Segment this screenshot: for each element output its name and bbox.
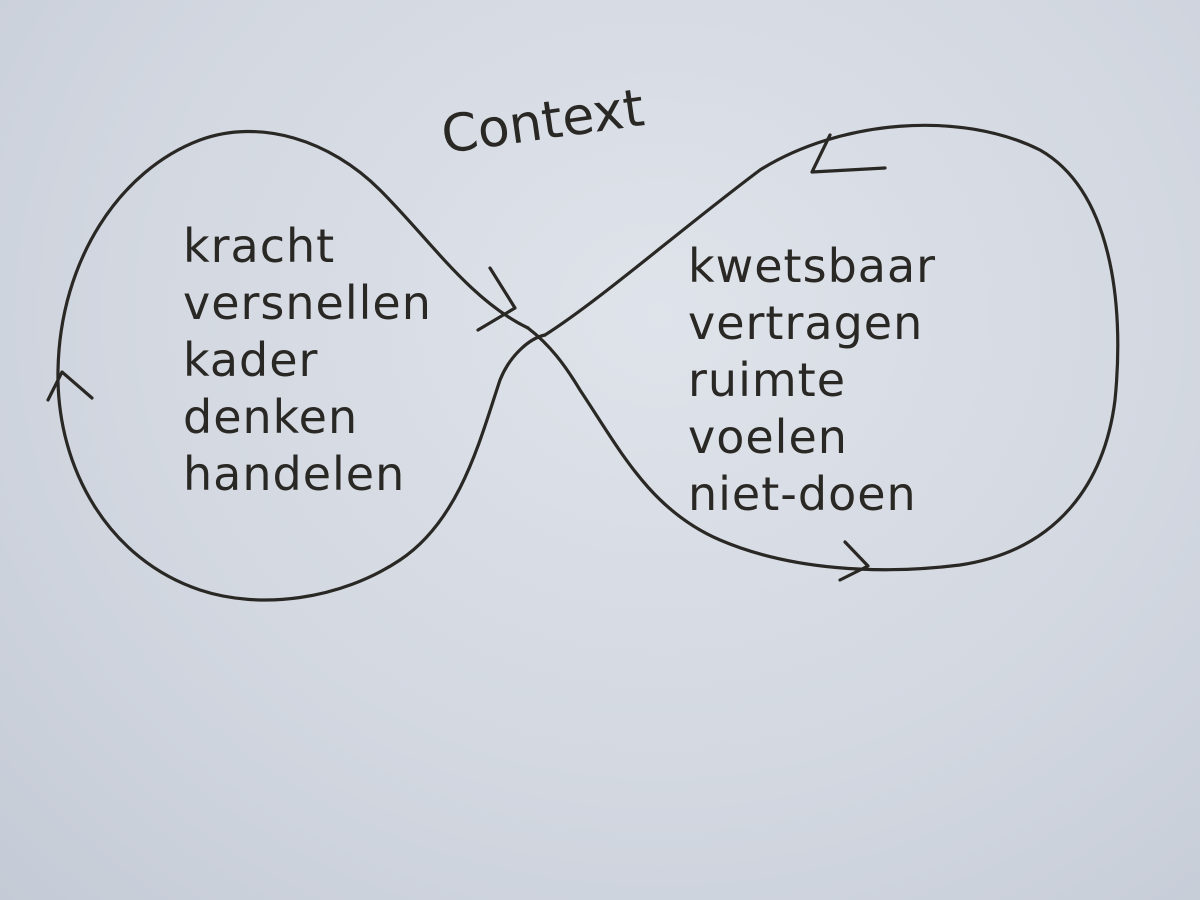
right-word-list: kwetsbaar vertragen ruimte voelen niet-d… <box>688 238 936 523</box>
left-loop <box>56 129 547 602</box>
arrow-left-up <box>46 370 94 402</box>
right-word: voelen <box>688 410 848 464</box>
right-word: kwetsbaar <box>688 239 937 293</box>
left-word: handelen <box>183 447 406 501</box>
right-word: vertragen <box>688 296 924 350</box>
left-word: denken <box>183 390 359 444</box>
left-word: kader <box>183 333 319 387</box>
arrow-top-right <box>810 133 887 174</box>
right-word: ruimte <box>688 353 846 407</box>
arrow-center-right <box>476 266 517 332</box>
left-word: kracht <box>183 219 336 273</box>
arrow-bottom-right <box>838 540 870 582</box>
right-word: niet-doen <box>688 467 917 521</box>
left-word: versnellen <box>183 276 432 330</box>
right-loop <box>526 123 1120 572</box>
left-word-list: kracht versnellen kader denken handelen <box>183 218 432 503</box>
